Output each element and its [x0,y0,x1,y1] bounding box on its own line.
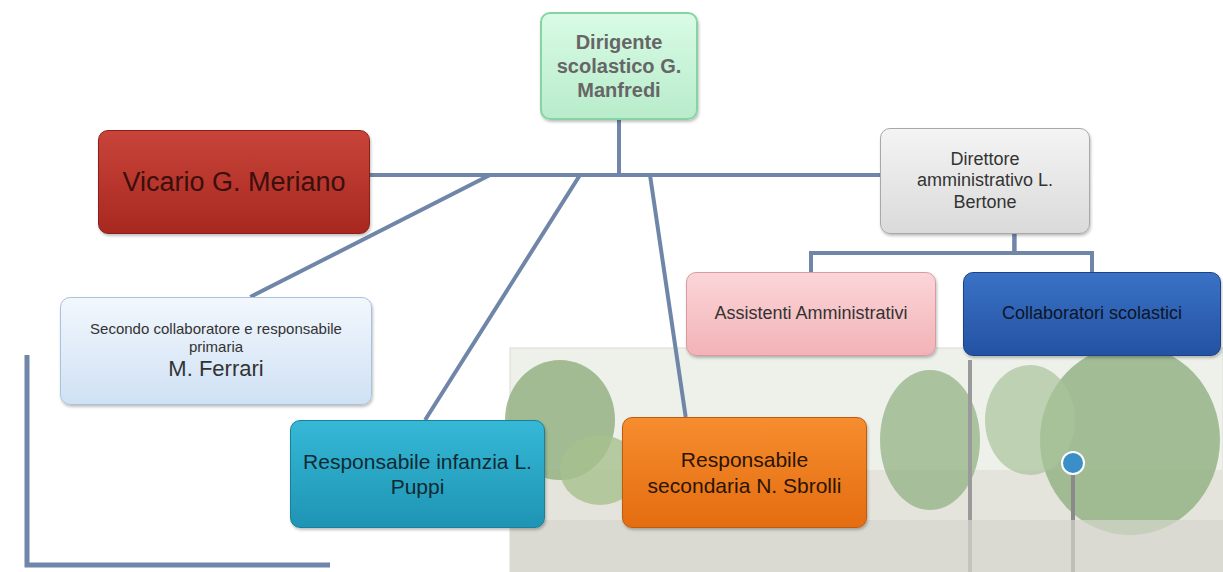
node-label: Vicario G. Meriano [122,166,345,198]
connector-line [619,120,880,175]
person-name: M. Ferrari [168,356,263,382]
school-level-box: Responsabile secondaria N. Sbrolli [622,417,867,528]
connector-line [619,120,686,417]
connector-line [811,234,1014,272]
primary-box: Secondo collaboratore e responsabile pri… [60,297,372,405]
staff-box: Collaboratori scolastici [963,272,1221,356]
head-box: Dirigente scolastico G. Manfredi [540,12,698,120]
school-level-box: Responsabile infanzia L. Puppi [290,420,545,528]
connector-line [370,120,619,175]
node-label: Secondo collaboratore e responsabile pri… [71,320,361,356]
connector-line [1014,234,1092,272]
node-label: Direttore amministrativo L. Bertone [891,149,1079,214]
node-label: Collaboratori scolastici [1002,303,1182,325]
admin-director-box: Direttore amministrativo L. Bertone [880,128,1090,234]
node-label: Assistenti Amministrativi [714,303,907,325]
node-label: Dirigente scolastico G. Manfredi [552,30,686,102]
node-label: Responsabile infanzia L. Puppi [301,449,534,499]
node-label: Responsabile secondaria N. Sbrolli [633,447,856,497]
vicar-box: Vicario G. Meriano [98,130,370,234]
staff-box: Assistenti Amministrativi [686,272,936,356]
connector-line [425,120,619,420]
